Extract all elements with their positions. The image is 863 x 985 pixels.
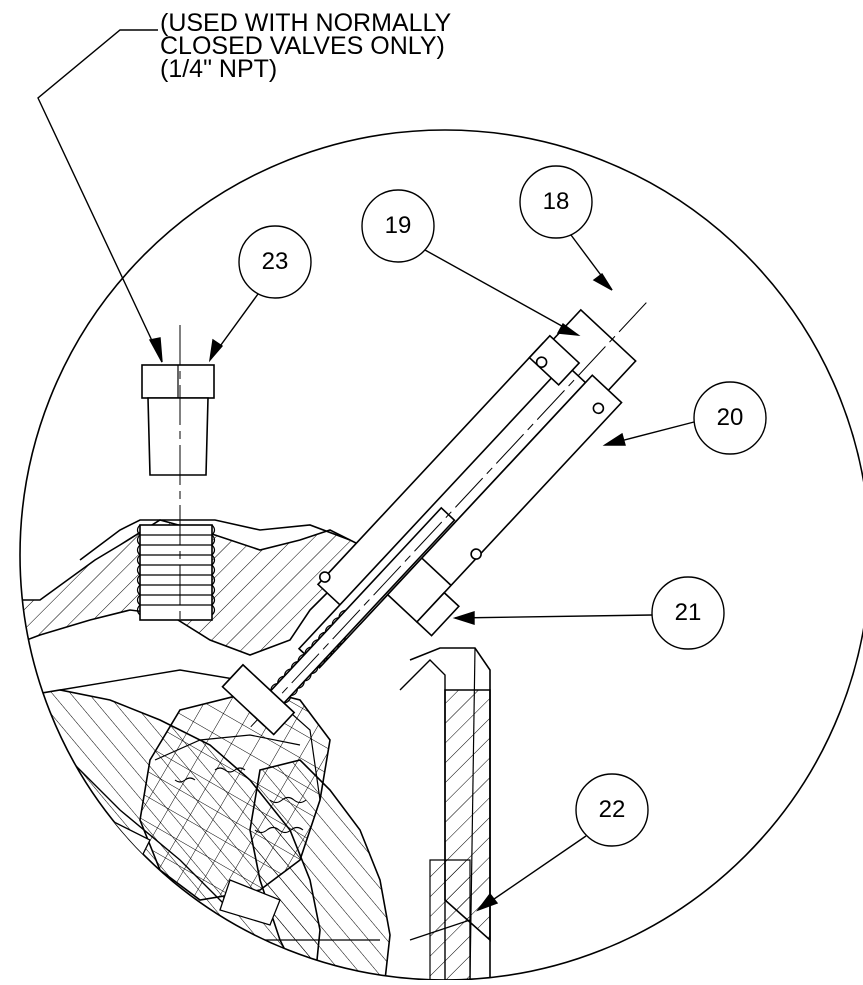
stem-nut [139, 689, 331, 901]
port-threads [136, 524, 216, 616]
balloon-21-label: 21 [674, 599, 702, 626]
balloon-20 [693, 381, 767, 455]
balloon-23 [238, 225, 312, 299]
housing-outline [79, 519, 351, 561]
balloon-19-label: 19 [384, 212, 412, 239]
nut-threads [174, 767, 307, 834]
note-line-2: CLOSED VALVES ONLY) [160, 32, 445, 60]
balloon-22 [575, 773, 649, 847]
actuator-assembly [221, 302, 647, 736]
balloon-21 [651, 576, 725, 650]
lock-nut [221, 663, 296, 736]
balloon-18 [519, 165, 593, 239]
note-leader [37, 29, 163, 363]
balloon-18-label: 18 [542, 188, 570, 215]
note-line-3: (1/4" NPT) [160, 55, 278, 83]
note-text: (USED WITH NORMALLY CLOSED VALVES ONLY) … [160, 9, 452, 83]
balloon-leaders [208, 234, 695, 912]
balloon-23-label: 23 [261, 248, 289, 275]
tube [386, 374, 623, 624]
pipe-plug [141, 325, 215, 620]
note-line-1: (USED WITH NORMALLY [160, 9, 452, 37]
balloon-20-label: 20 [716, 404, 744, 431]
balloon-22-label: 22 [598, 796, 626, 823]
balloon-19 [361, 189, 435, 263]
threaded-port [139, 524, 213, 621]
